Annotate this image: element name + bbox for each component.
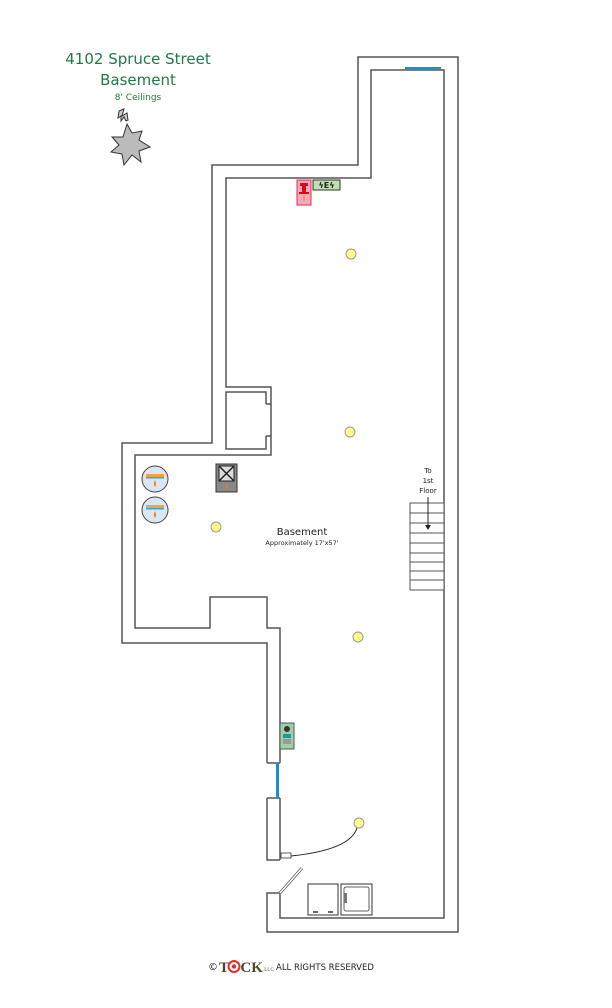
furnace-icon [215,463,238,493]
level-title: Basement [100,71,176,89]
light-icon [210,521,222,533]
water-meter-icon [279,722,295,750]
light-icon [353,817,365,829]
stairs [409,502,445,591]
alarm-icon [296,179,312,206]
dryer-icon [340,883,373,916]
room-size: Approximately 17'x57' [265,539,338,547]
svg-text:ϟEϟ: ϟEϟ [318,181,334,190]
svg-text:.LLC: .LLC [263,968,274,973]
walls [121,56,459,933]
brand-name: TOCK [219,960,263,976]
ceiling-lights [210,248,365,829]
stairs-label-1: To [423,467,431,475]
rights-reserved: ALL RIGHTS RESERVED [276,963,374,973]
room-name: Basement [277,527,328,538]
stairs-label-2: 1st [423,477,434,485]
ceiling-height: 8' Ceilings [115,93,162,103]
window-top [405,67,441,70]
electric-panel-icon: ϟEϟ [312,179,341,191]
light-wiring [290,827,358,857]
washer-icon [307,883,339,916]
stairs-arrow-icon [425,497,431,530]
window-side [276,763,279,798]
water-heater-icon [141,496,169,524]
switch-icon [280,852,292,859]
copyright-symbol: © [208,962,218,973]
tock-logo: TOCK .LLC [219,960,274,976]
compass-icon [109,108,152,167]
light-icon [345,248,357,260]
stairs-label-3: Floor [419,487,437,495]
light-icon [352,631,364,643]
address-title: 4102 Spruce Street [65,50,211,68]
water-heater-icon [141,465,169,493]
light-icon [344,426,356,438]
